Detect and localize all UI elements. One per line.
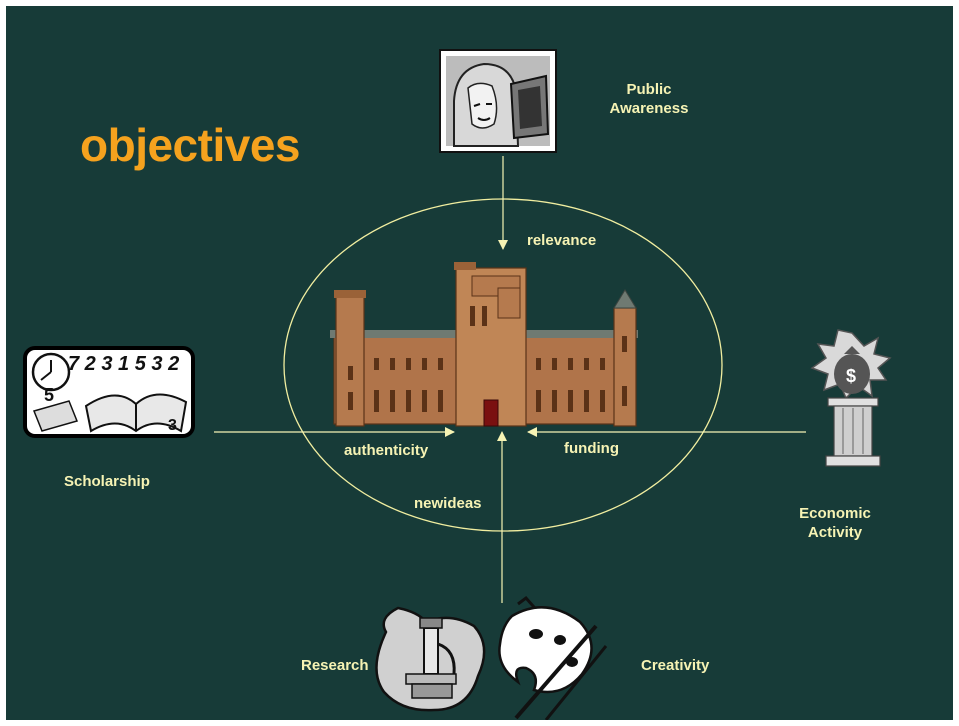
svg-text:7 2 3 1 5 3 2: 7 2 3 1 5 3 2 bbox=[68, 353, 179, 375]
label-public-awareness: Public Awareness bbox=[599, 80, 699, 118]
label-creativity: Creativity bbox=[641, 657, 710, 674]
label-economic-activity-line1: Economic bbox=[799, 505, 871, 522]
label-research: Research bbox=[301, 657, 369, 674]
label-public-awareness-line2: Awareness bbox=[609, 100, 689, 117]
svg-text:3: 3 bbox=[168, 417, 177, 434]
svg-text:$: $ bbox=[846, 366, 856, 386]
slide-title: objectives bbox=[80, 119, 301, 171]
paint-palette-icon bbox=[498, 595, 608, 720]
arrow-label-newideas: newideas bbox=[414, 495, 482, 512]
diagram-canvas: 7 2 3 1 5 3 2 5 3 $ bbox=[23, 49, 892, 720]
label-economic-activity-line2: Activity bbox=[807, 524, 863, 541]
woman-at-computer-icon bbox=[439, 49, 557, 153]
clock-and-book-icon: 7 2 3 1 5 3 2 5 3 bbox=[23, 346, 195, 438]
slide: 7 2 3 1 5 3 2 5 3 $ bbox=[6, 6, 953, 720]
arrow-label-relevance: relevance bbox=[527, 232, 597, 249]
microscope-icon bbox=[375, 606, 486, 712]
label-scholarship: Scholarship bbox=[64, 473, 150, 490]
money-bag-on-pillar-icon: $ bbox=[810, 329, 892, 467]
label-public-awareness-line1: Public bbox=[626, 81, 672, 98]
svg-text:5: 5 bbox=[44, 385, 54, 405]
castle-building-icon bbox=[330, 262, 638, 427]
arrow-label-authenticity: authenticity bbox=[344, 442, 429, 459]
label-economic-activity: Economic Activity bbox=[780, 504, 890, 542]
arrow-label-funding: funding bbox=[564, 440, 619, 457]
